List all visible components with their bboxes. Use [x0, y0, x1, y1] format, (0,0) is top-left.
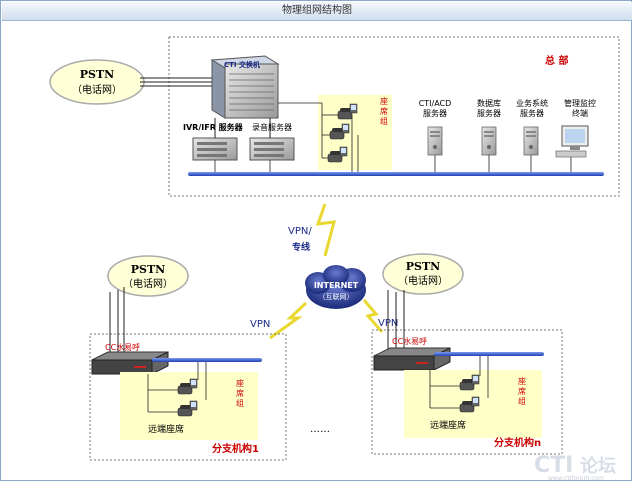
branch1-seat-group-label: 座席组 — [236, 378, 244, 408]
vpn-right-link — [362, 299, 384, 333]
vpn-left-link — [269, 301, 308, 340]
branch1-pstn-label: PSTN — [131, 263, 165, 276]
branchn-seat-group-label: 座席组 — [518, 376, 526, 406]
ivr-server — [192, 137, 238, 161]
branch1-cc-label: CC水易呼 — [105, 342, 140, 352]
hq-pstn-sublabel: （电话网） — [72, 83, 122, 96]
branch-ellipsis: …… — [310, 424, 330, 435]
hq-network-bus — [188, 172, 604, 176]
cti-acd-server — [427, 126, 443, 156]
monitor-terminal — [555, 125, 589, 158]
branch1-pstn-cloud — [107, 255, 189, 297]
cti-switch — [210, 55, 280, 119]
branchn-cc-device — [373, 347, 451, 371]
branchn-region — [371, 329, 563, 455]
branchn-remote-seat-label: 远端座席 — [430, 419, 466, 431]
branchn-cc-label: CC水易呼 — [392, 336, 427, 346]
branchn-label: 分支机构n — [494, 436, 541, 449]
branch1-label: 分支机构1 — [212, 442, 259, 455]
branchn-bus — [434, 352, 544, 356]
recording-server — [249, 137, 295, 161]
internet-sublabel: （互联网） — [319, 292, 354, 301]
internet-cloud — [305, 265, 366, 309]
branch1-bus — [152, 358, 262, 362]
vpn-top-label: VPN/ — [288, 226, 312, 237]
hq-seat-group-label: 座席组 — [380, 96, 388, 126]
internet-label: INTERNET — [314, 281, 359, 290]
hq-pstn-label: PSTN — [80, 68, 114, 81]
vpn-left-label: VPN — [250, 319, 270, 330]
ctiforum-watermark: CTI 论坛 www.ctiforum.com — [534, 453, 616, 482]
branch1-cc-device — [91, 351, 169, 375]
branch1-remote-seat-label: 远端座席 — [148, 423, 184, 435]
database-server-label: 数据库服务器 — [477, 98, 501, 118]
diagram-title: 物理组网结构图 — [2, 2, 632, 21]
branchn-pstn-label: PSTN — [406, 260, 440, 273]
vpn-top-sublabel: 专线 — [292, 241, 310, 253]
cti-switch-label: CTI 交换机 — [224, 60, 260, 69]
hq-pstn-cloud — [49, 59, 145, 105]
branch1-region — [89, 333, 287, 461]
business-server — [523, 126, 539, 156]
recording-server-label: 录音服务器 — [252, 122, 292, 132]
branchn-pstn-cloud — [382, 253, 464, 295]
branchn-pstn-sublabel: （电话网） — [398, 274, 448, 287]
business-server-label: 业务系统服务器 — [516, 98, 548, 118]
ivr-server-label: IVR/IFR 服务器 — [183, 122, 244, 132]
branch1-pstn-sublabel: （电话网） — [123, 277, 173, 290]
watermark-logo-text: CTI — [534, 453, 573, 478]
database-server — [481, 126, 497, 156]
monitor-terminal-label: 管理监控终端 — [564, 98, 596, 118]
watermark-url: www.ctiforum.com — [548, 475, 604, 482]
vpn-top-link — [315, 203, 337, 257]
hq-label: 总 部 — [545, 54, 568, 67]
svg-text:论坛: 论坛 — [580, 455, 616, 477]
hq-region — [168, 36, 620, 197]
